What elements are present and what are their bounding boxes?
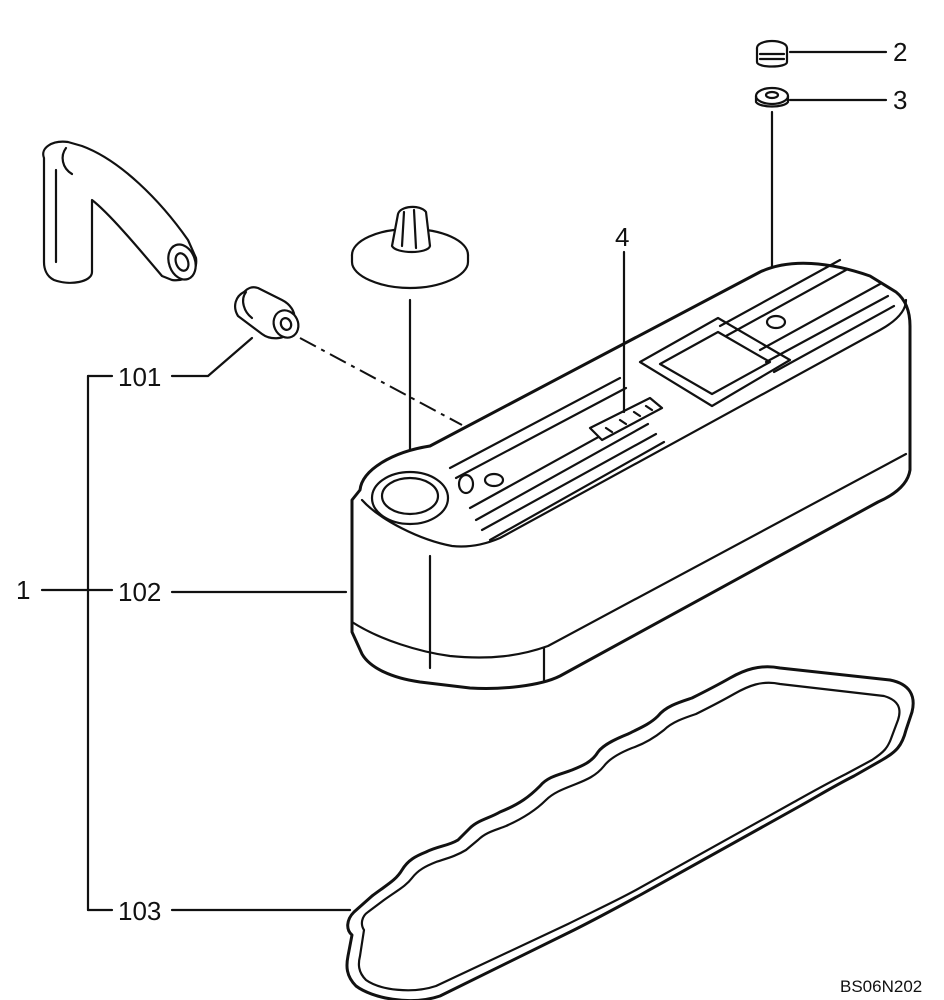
oil-filler-cap — [350, 205, 470, 290]
cap-nut-2 — [755, 39, 789, 68]
breather-hose — [42, 140, 198, 284]
alignment-line-grommet — [299, 337, 463, 426]
callout-1: 1 — [16, 575, 30, 605]
callout-101: 101 — [118, 362, 161, 392]
callout-3: 3 — [893, 85, 907, 115]
valve-cover-102 — [350, 258, 912, 690]
drawing-code: BS06N202 — [840, 977, 922, 996]
gasket-103 — [345, 665, 915, 1000]
callout-2: 2 — [893, 37, 907, 67]
grommet-101 — [234, 286, 300, 340]
callout-leaders — [40, 50, 888, 912]
washer-3 — [754, 86, 790, 108]
callout-4: 4 — [615, 222, 629, 252]
callout-102: 102 — [118, 577, 161, 607]
label-plate-4 — [588, 396, 664, 442]
callout-103: 103 — [118, 896, 161, 926]
